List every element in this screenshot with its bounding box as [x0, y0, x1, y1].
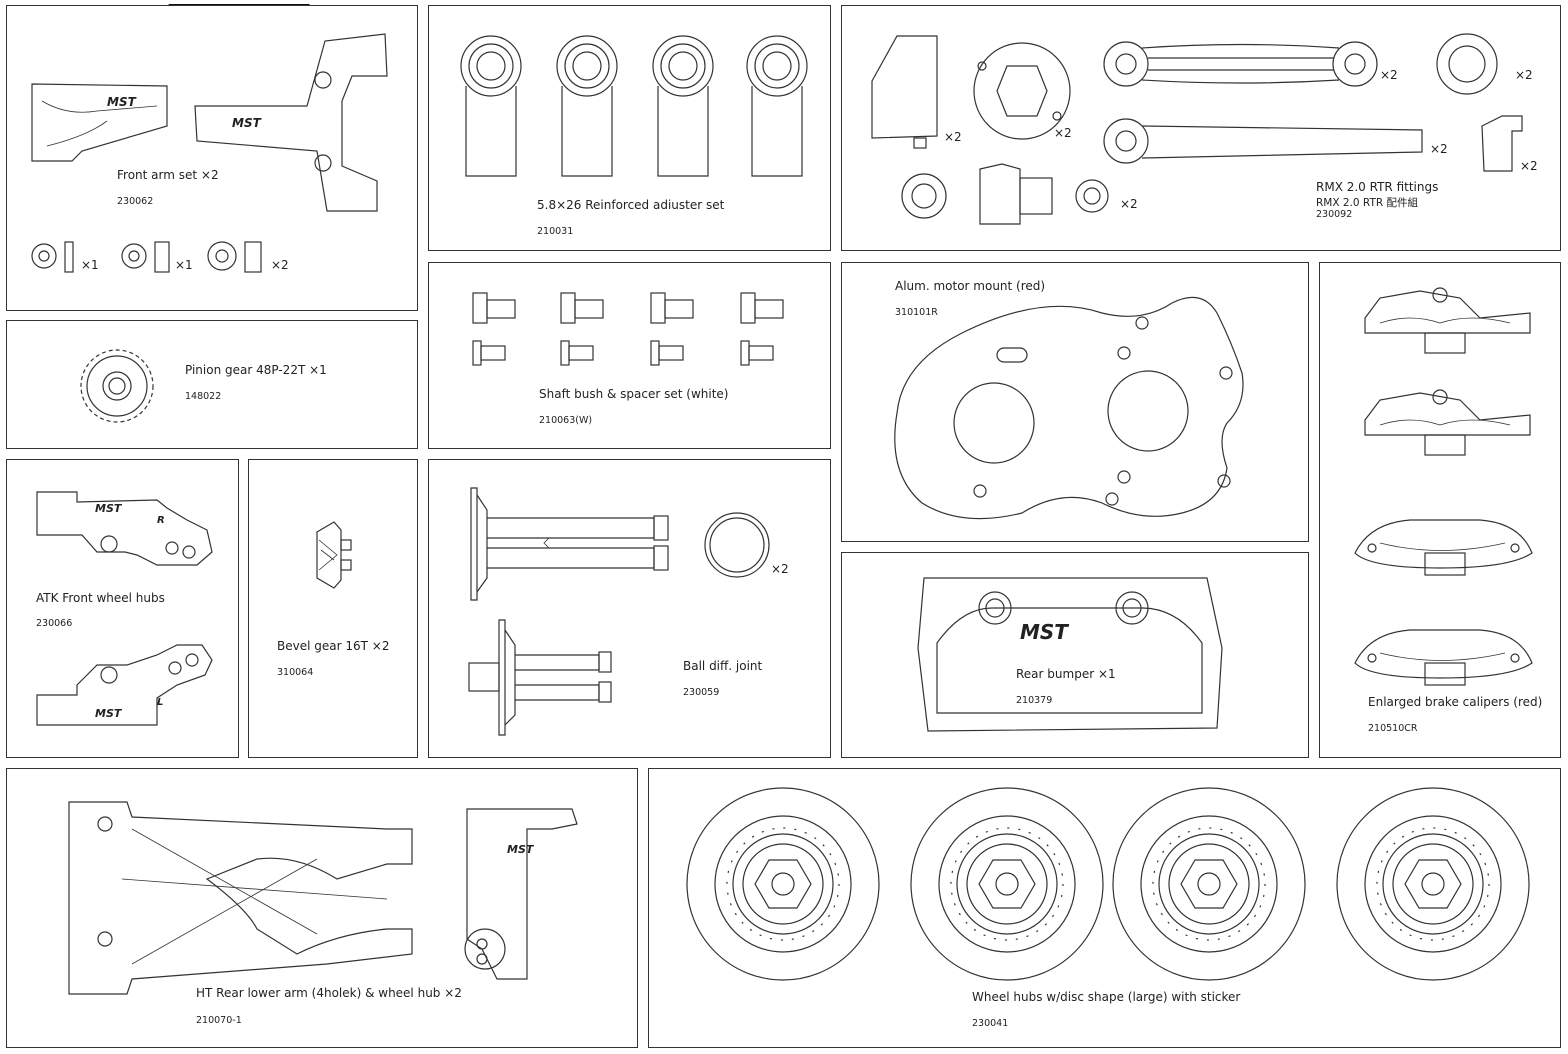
rmx-qty-3: ×2 [1380, 68, 1398, 82]
bumper-label: Rear bumper ×1 [1016, 667, 1116, 681]
pinion-code: 148022 [185, 391, 222, 402]
brand-mark-hub-r: MST [95, 502, 123, 515]
panel-front-wheel-hubs: MST R MST L ATK Front wheel hubs 230066 [6, 459, 239, 758]
panel-motor-mount: Alum. motor mount (red) 310101R [841, 262, 1309, 542]
panel-brake-calipers: Enlarged brake calipers (red) 210510CR [1319, 262, 1561, 758]
wheel-hubs-label: Wheel hubs w/disc shape (large) with sti… [972, 990, 1241, 1004]
ball-diff-code: 230059 [683, 687, 720, 698]
panel-bevel-gear: Bevel gear 16T ×2 310064 [248, 459, 418, 758]
rmx-qty-7: ×2 [1120, 197, 1138, 211]
bumper-code: 210379 [1016, 695, 1053, 706]
front-arm-drawing: MST MST [31, 33, 388, 273]
panel-wheel-hubs-disc: Wheel hubs w/disc shape (large) with sti… [648, 768, 1561, 1048]
front-hubs-drawing: MST R MST L [36, 491, 213, 726]
adjuster-drawing [460, 35, 808, 177]
panel-rmx-fittings: ×2 ×2 ×2 ×2 ×2 ×2 ×2 RMX 2.0 RTR fitting… [841, 5, 1561, 251]
motor-mount-drawing [894, 296, 1244, 520]
r-mark: R [157, 515, 165, 526]
rear-arm-code: 210070-1 [196, 1015, 242, 1026]
ball-diff-label: Ball diff. joint [683, 659, 763, 673]
rmx-qty-6: ×2 [1520, 159, 1538, 173]
bevel-drawing [316, 521, 352, 589]
panel-pinion-gear: Pinion gear 48P-22T ×1 148022 [6, 320, 418, 449]
rmx-label-cn: RMX 2.0 RTR 配件組 [1316, 197, 1419, 209]
rmx-qty-4: ×2 [1515, 68, 1533, 82]
front-arm-label: Front arm set ×2 [117, 168, 219, 182]
motor-mount-code: 310101R [895, 307, 938, 318]
panel-rear-lower-arm: MST HT Rear lower arm (4holek) & wheel h… [6, 768, 638, 1048]
front-hubs-label: ATK Front wheel hubs [36, 591, 165, 605]
bush-code: 210063(W) [539, 415, 593, 426]
bush-label: Shaft bush & spacer set (white) [539, 387, 729, 401]
l-mark: L [157, 697, 163, 708]
panel-shaft-bush: Shaft bush & spacer set (white) 210063(W… [428, 262, 831, 449]
ball-diff-qty: ×2 [771, 562, 789, 576]
front-arm-code: 230062 [117, 196, 154, 207]
panel-rear-bumper: MST Rear bumper ×1 210379 [841, 552, 1309, 758]
qty-3: ×2 [271, 258, 289, 272]
qty-1: ×1 [81, 258, 99, 272]
calipers-label: Enlarged brake calipers (red) [1368, 695, 1543, 709]
ball-diff-drawing [468, 487, 770, 736]
motor-mount-label: Alum. motor mount (red) [895, 279, 1046, 293]
brand-mark-2: MST [232, 116, 262, 130]
front-hubs-code: 230066 [36, 618, 73, 629]
pinion-drawing [80, 349, 154, 423]
bevel-label: Bevel gear 16T ×2 [277, 639, 390, 653]
rmx-qty-1: ×2 [944, 130, 962, 144]
bumper-drawing: MST [917, 577, 1223, 732]
calipers-drawing [1354, 287, 1533, 686]
brand-mark: MST [107, 95, 137, 109]
panel-adjuster-set: 5.8×26 Reinforced adiuster set 210031 [428, 5, 831, 251]
rmx-code: 230092 [1316, 209, 1353, 220]
wheel-hubs-drawing [686, 787, 1530, 981]
bevel-code: 310064 [277, 667, 314, 678]
brand-mark-hub-l: MST [95, 707, 123, 720]
brand-mark-rear-hub: MST [507, 843, 535, 856]
rmx-qty-5: ×2 [1430, 142, 1448, 156]
wheel-hubs-code: 230041 [972, 1018, 1009, 1029]
panel-ball-diff-joint: ×2 Ball diff. joint 230059 [428, 459, 831, 758]
rear-arm-drawing: MST [68, 801, 578, 995]
brand-mark-bumper: MST [1020, 620, 1069, 644]
panel-front-arm-set: MST MST Front arm set ×2 230062 ×1 ×1 ×2 [6, 5, 418, 311]
calipers-code: 210510CR [1368, 723, 1418, 734]
adjuster-code: 210031 [537, 226, 574, 237]
rmx-qty-2: ×2 [1054, 126, 1072, 140]
bush-drawing [472, 292, 784, 366]
pinion-label: Pinion gear 48P-22T ×1 [185, 363, 327, 377]
rear-arm-label: HT Rear lower arm (4holek) & wheel hub ×… [196, 986, 462, 1000]
adjuster-label: 5.8×26 Reinforced adiuster set [537, 198, 725, 212]
qty-2: ×1 [175, 258, 193, 272]
rmx-label: RMX 2.0 RTR fittings [1316, 180, 1439, 194]
rmx-drawing [871, 33, 1523, 225]
